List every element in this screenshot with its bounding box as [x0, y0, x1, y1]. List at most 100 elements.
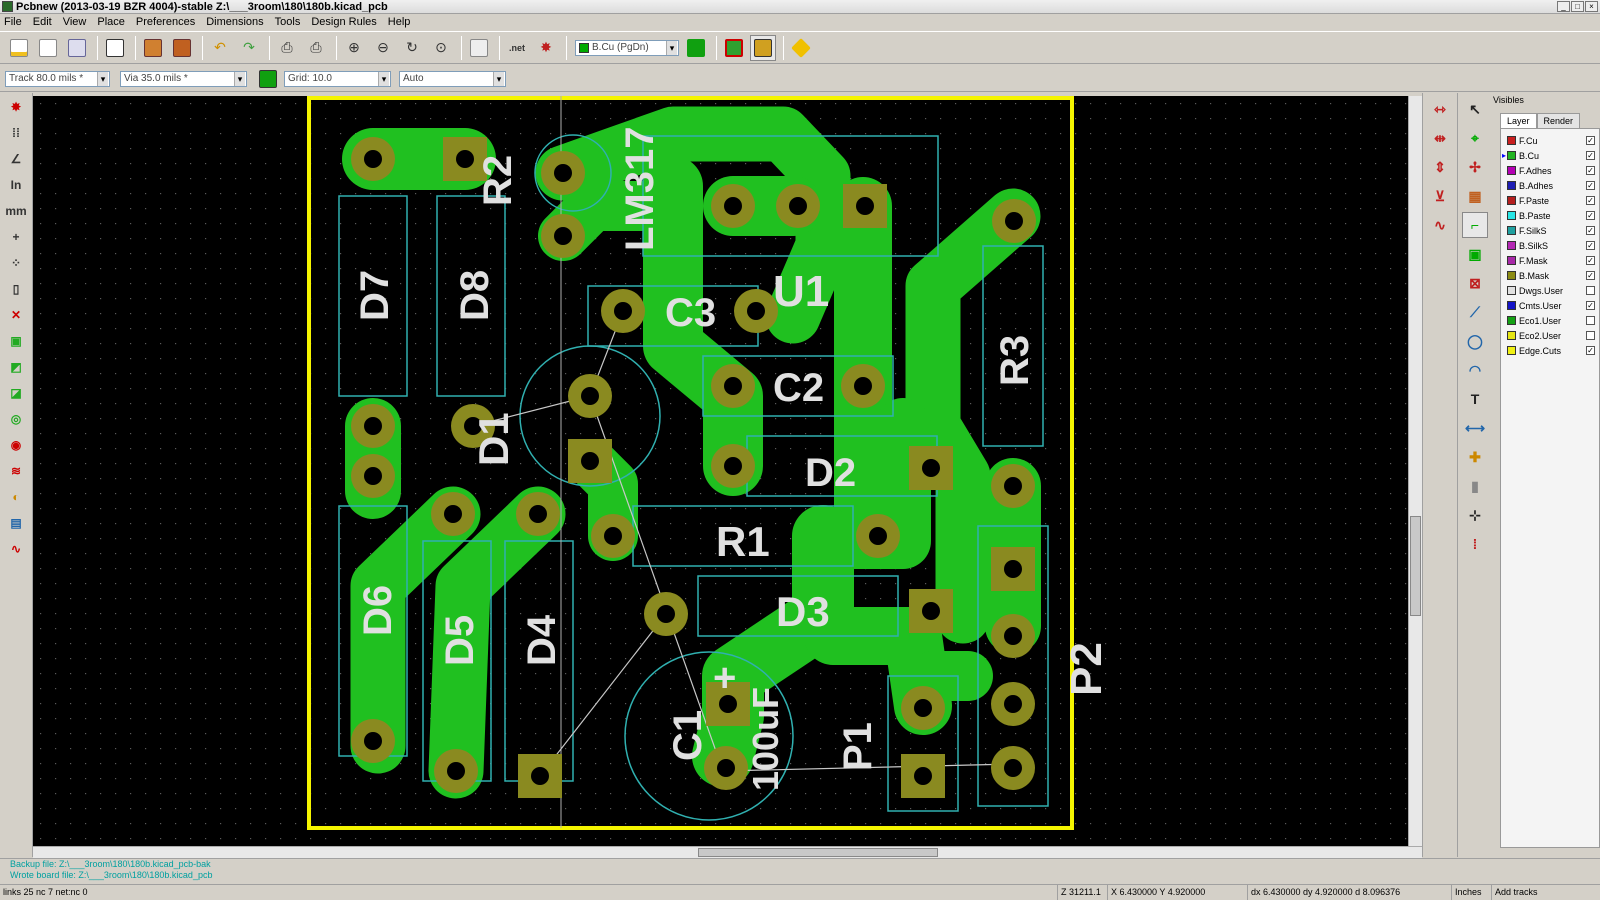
autoroute-icon[interactable] — [750, 34, 776, 61]
set-origin-icon[interactable]: ⊹ — [1469, 506, 1481, 523]
drc-off-icon[interactable]: ✸ — [10, 100, 22, 114]
add-arc-icon[interactable]: ◠ — [1468, 361, 1482, 378]
tracks-sketch-icon[interactable]: ≋ — [10, 464, 22, 478]
layer-color-swatch[interactable] — [1507, 181, 1516, 190]
board-view[interactable]: R2 LM317 D7 D8 C3 U1 R3 C2 D1 D2 R1 D6 D… — [33, 96, 1408, 846]
menu-help[interactable]: Help — [387, 16, 411, 28]
pad[interactable] — [434, 749, 478, 793]
maximize-button[interactable]: □ — [1571, 1, 1584, 12]
layer-color-swatch[interactable] — [1507, 136, 1516, 145]
pad[interactable] — [568, 374, 612, 418]
layer-visible-checkbox[interactable]: ✓ — [1586, 256, 1595, 265]
menu-dimensions[interactable]: Dimensions — [206, 16, 264, 28]
tab-layer[interactable]: Layer — [1500, 113, 1537, 128]
menu-preferences[interactable]: Preferences — [135, 16, 196, 28]
layer-row[interactable]: F.Paste✓ — [1501, 193, 1599, 208]
layer-row[interactable]: Eco1.User — [1501, 313, 1599, 328]
layer-color-swatch[interactable] — [1507, 241, 1516, 250]
page-settings-icon[interactable] — [102, 35, 128, 61]
pad[interactable] — [518, 754, 562, 798]
pad[interactable] — [776, 184, 820, 228]
microwave-line-icon[interactable]: ⇿ — [1434, 100, 1446, 117]
units-inch-icon[interactable]: In — [10, 178, 22, 192]
pcb-canvas[interactable]: R2 LM317 D7 D8 C3 U1 R3 C2 D1 D2 R1 D6 D… — [33, 96, 1408, 846]
vertical-scrollbar[interactable] — [1408, 96, 1422, 846]
track-width-select[interactable]: Track 80.0 mils * — [5, 70, 110, 87]
layer-row[interactable]: B.Paste✓ — [1501, 208, 1599, 223]
pad[interactable] — [991, 746, 1035, 790]
vias-sketch-icon[interactable]: ◉ — [10, 438, 22, 452]
pad[interactable] — [991, 682, 1035, 726]
zoom-out-icon[interactable]: ⊖ — [377, 39, 389, 55]
zoom-select[interactable]: Auto — [399, 70, 506, 87]
layer-pair-icon[interactable] — [683, 35, 709, 61]
zoom-fit-icon[interactable]: ⊙ — [435, 39, 447, 55]
layer-color-swatch[interactable] — [1507, 301, 1516, 310]
layer-select[interactable]: B.Cu (PgDn) — [575, 39, 679, 56]
layer-visible-checkbox[interactable]: ✓ — [1586, 226, 1595, 235]
cursor-shape-icon[interactable]: + — [12, 230, 20, 244]
layer-visible-checkbox[interactable]: ✓ — [1586, 181, 1595, 190]
microwave-polygon-icon[interactable]: ∿ — [1434, 216, 1446, 233]
menu-tools[interactable]: Tools — [274, 16, 301, 28]
layer-row[interactable]: Edge.Cuts✓ — [1501, 343, 1599, 358]
pad[interactable] — [843, 184, 887, 228]
layer-visible-checkbox[interactable]: ✓ — [1586, 136, 1595, 145]
pad[interactable] — [706, 682, 750, 726]
layer-visible-checkbox[interactable] — [1586, 331, 1595, 340]
pad[interactable] — [704, 746, 748, 790]
layer-color-swatch[interactable] — [1507, 271, 1516, 280]
zoom-in-icon[interactable]: ⊕ — [348, 39, 360, 55]
menu-view[interactable]: View — [62, 16, 87, 28]
layer-row[interactable]: F.Cu✓ — [1501, 133, 1599, 148]
layer-row[interactable]: F.Mask✓ — [1501, 253, 1599, 268]
tab-render[interactable]: Render — [1536, 113, 1581, 128]
pad[interactable] — [734, 289, 778, 333]
layer-color-swatch[interactable] — [1507, 331, 1516, 340]
pad[interactable] — [451, 404, 495, 448]
module-viewer-icon[interactable] — [169, 35, 195, 61]
pad[interactable] — [644, 592, 688, 636]
layer-visible-checkbox[interactable]: ✓ — [1586, 271, 1595, 280]
minimize-button[interactable]: _ — [1557, 1, 1570, 12]
layer-visible-checkbox[interactable]: ✓ — [1586, 241, 1595, 250]
pads-sketch-icon[interactable]: ◎ — [10, 412, 22, 426]
netlist-icon[interactable]: .net — [508, 42, 525, 53]
add-target-icon[interactable]: ✚ — [1469, 448, 1481, 465]
zone-outline-icon[interactable]: ◩ — [10, 360, 22, 374]
pad[interactable] — [541, 214, 585, 258]
units-mm-icon[interactable]: mm — [5, 204, 27, 218]
layer-row[interactable]: Dwgs.User — [1501, 283, 1599, 298]
microwave-gap-icon[interactable]: ⇹ — [1434, 129, 1446, 146]
layer-color-swatch[interactable] — [1507, 286, 1516, 295]
pad[interactable] — [591, 514, 635, 558]
layer-row[interactable]: F.SilkS✓ — [1501, 223, 1599, 238]
pad[interactable] — [841, 364, 885, 408]
pad[interactable] — [711, 364, 755, 408]
layer-row[interactable]: Cmts.User✓ — [1501, 298, 1599, 313]
pad[interactable] — [516, 492, 560, 536]
microwave-stub-icon[interactable]: ⇕ — [1434, 158, 1446, 175]
layers-manager-icon[interactable]: ▤ — [10, 516, 22, 530]
mode-track-icon[interactable] — [788, 35, 814, 61]
layer-row[interactable]: F.Adhes✓ — [1501, 163, 1599, 178]
add-module-icon[interactable]: ▦ — [1468, 187, 1482, 204]
layer-visible-checkbox[interactable]: ✓ — [1586, 166, 1595, 175]
layer-visible-checkbox[interactable] — [1586, 316, 1595, 325]
pad[interactable] — [351, 454, 395, 498]
layer-color-swatch[interactable] — [1507, 256, 1516, 265]
module-ratsnest-icon[interactable]: ▯ — [12, 282, 20, 296]
new-board-icon[interactable] — [6, 35, 32, 61]
pad[interactable] — [541, 151, 585, 195]
pad[interactable] — [991, 547, 1035, 591]
pad[interactable] — [711, 444, 755, 488]
layer-visible-checkbox[interactable]: ✓ — [1586, 211, 1595, 220]
pad[interactable] — [909, 589, 953, 633]
pad[interactable] — [351, 404, 395, 448]
pad[interactable] — [991, 614, 1035, 658]
grid-select[interactable]: Grid: 10.0 — [284, 70, 391, 87]
menu-file[interactable]: File — [4, 16, 22, 28]
zoom-redraw-icon[interactable]: ↻ — [406, 39, 418, 55]
layer-color-swatch[interactable] — [1507, 346, 1516, 355]
add-text-icon[interactable]: T — [1470, 391, 1480, 407]
